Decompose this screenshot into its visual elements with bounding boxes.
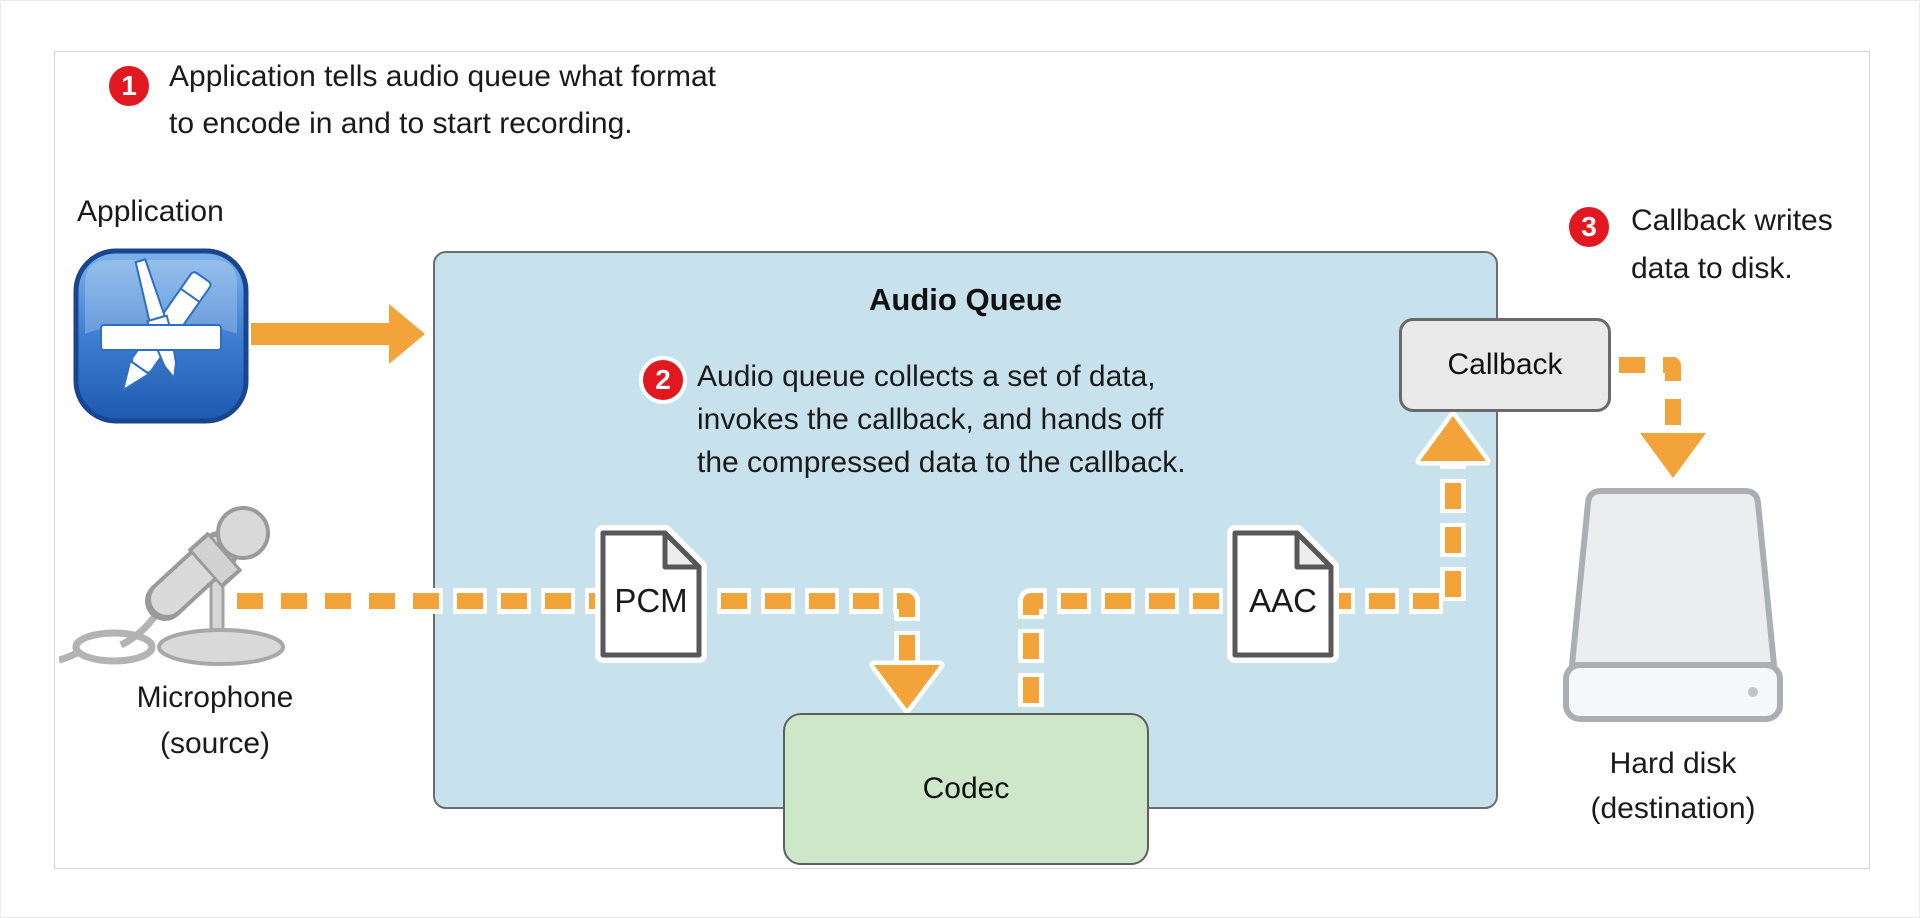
- microphone-label: Microphone (source): [136, 681, 294, 760]
- application-label: Application: [77, 195, 224, 228]
- document-icon: [595, 525, 707, 663]
- codec-label: Codec: [922, 772, 1010, 805]
- pcm-label: PCM: [614, 582, 688, 619]
- hard-disk-label: Hard disk (destination): [1590, 747, 1756, 825]
- application-app-store-icon: [73, 248, 249, 424]
- codec-box: Codec: [783, 713, 1149, 865]
- callback-label: Callback: [1447, 348, 1563, 381]
- hard-disk-icon: [1563, 488, 1783, 722]
- microphone-icon: [59, 506, 285, 666]
- pcm-buffer-doc: PCM: [595, 525, 707, 663]
- callback-box: Callback: [1399, 318, 1611, 412]
- audio-queue-title: Audio Queue: [869, 282, 1062, 317]
- aac-label: AAC: [1249, 582, 1317, 619]
- step-2-badge: 2: [639, 356, 687, 404]
- step-1-text: Application tells audio queue what forma…: [169, 60, 717, 140]
- aac-buffer-doc: AAC: [1227, 525, 1339, 663]
- document-icon: [1227, 525, 1339, 663]
- step-1-badge: 1: [105, 62, 153, 110]
- step-3-badge: 3: [1565, 203, 1613, 251]
- step-2-text: Audio queue collects a set of data, invo…: [697, 360, 1186, 479]
- step-3-text: Callback writes data to disk.: [1631, 204, 1833, 285]
